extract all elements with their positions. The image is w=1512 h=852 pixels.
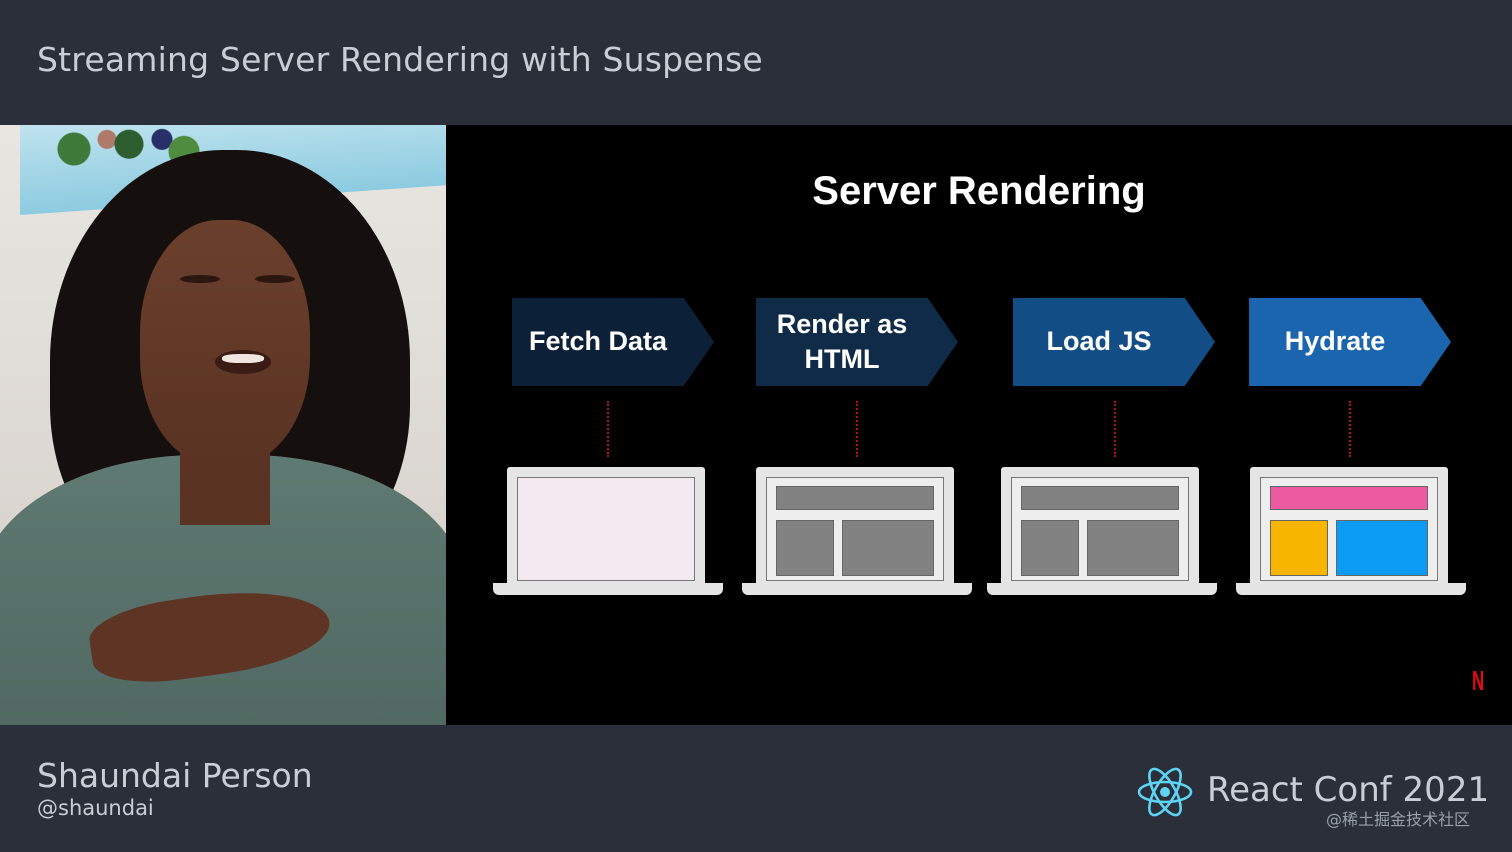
connector-line <box>607 401 609 457</box>
laptop-screen-empty <box>517 477 695 581</box>
presentation-slide: Server Rendering Fetch Data Render as HT… <box>446 125 1512 725</box>
connector-line <box>1349 401 1351 457</box>
step-render-as-html: Render as HTML <box>756 298 958 386</box>
speaker-handle: @shaundai <box>37 796 154 820</box>
speaker-eye-right <box>255 275 295 283</box>
speaker-name: Shaundai Person <box>37 756 313 795</box>
step-label: Render as HTML <box>776 308 908 374</box>
laptop-js-gray <box>987 467 1217 595</box>
slide-title: Server Rendering <box>812 169 1146 213</box>
page-header-title: Streaming Server Rendering with Suspense <box>37 40 763 79</box>
laptop-html-gray <box>742 467 972 595</box>
conference-name: React Conf 2021 <box>1207 770 1490 810</box>
netflix-logo: N <box>1472 665 1485 696</box>
step-label: Hydrate <box>1284 326 1386 357</box>
laptop-screen <box>766 477 944 581</box>
react-logo-icon <box>1136 763 1194 821</box>
step-fetch-data: Fetch Data <box>512 298 714 386</box>
step-label: Load JS <box>1046 326 1152 357</box>
laptop-screen <box>1260 477 1438 581</box>
speaker-video <box>0 125 446 725</box>
speaker-teeth <box>222 354 264 363</box>
step-label: Fetch Data <box>528 326 668 357</box>
laptop-hydrated <box>1236 467 1466 595</box>
connector-line <box>856 401 858 457</box>
step-hydrate: Hydrate <box>1249 298 1451 386</box>
watermark: @稀土掘金技术社区 <box>1326 810 1471 829</box>
step-load-js: Load JS <box>1013 298 1215 386</box>
speaker-eye-left <box>180 275 220 283</box>
speaker-face <box>140 220 310 465</box>
laptop-screen <box>1011 477 1189 581</box>
connector-line <box>1114 401 1116 457</box>
laptop-empty <box>493 467 723 595</box>
